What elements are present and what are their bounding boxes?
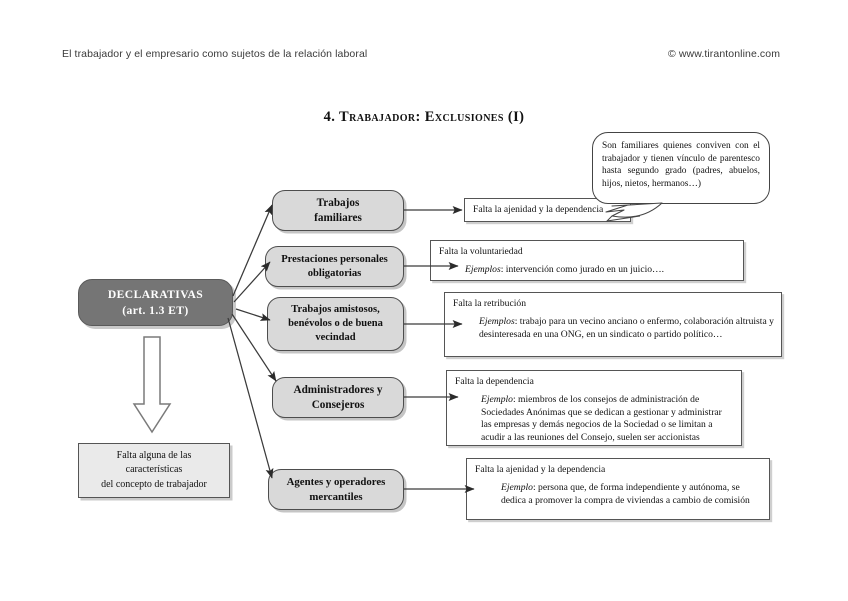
detail-1-heading: Falta la voluntariedad [439,246,523,257]
node-agentes-operadores-mercantiles[interactable]: Agentes y operadores mercantiles [268,469,404,510]
detail-2-example-label: Ejemplos [479,315,515,327]
node-4-line-2: mercantiles [309,490,363,503]
detail-4-example-label: Ejemplo [501,481,533,493]
root-line-2: (art. 1.3 ET) [122,303,189,317]
node-0-line-2: familiares [314,211,362,224]
node-2-line-1: Trabajos amistosos, [291,304,380,316]
detail-1-example-label: Ejemplos [465,263,501,275]
node-2-line-3: vecindad [315,331,356,343]
detail-1-example-text: : intervención como jurado en un juicio…… [500,263,665,275]
callout-bubble-familiares: Son familiares quienes conviven con el t… [592,132,770,204]
header-copyright: © www.tirantonline.com [668,48,781,60]
node-3-line-2: Consejeros [311,398,365,411]
detail-4-heading: Falta la ajenidad y la dependencia [475,464,606,475]
outcome-box: Falta alguna de las características del … [78,443,230,498]
detail-1-example: Ejemplos: intervención como jurado en un… [439,264,736,277]
detail-4-example: Ejemplo: persona que, de forma independi… [475,482,762,508]
detail-2-example-text: : trabajo para un vecino anciano o enfer… [479,315,774,340]
node-1-line-2: obligatorias [307,267,362,279]
detail-3-example-text: : miembros de los consejos de administra… [481,393,722,443]
outcome-line-3: del concepto de trabajador [101,478,207,490]
header-left-text: El trabajador y el empresario como sujet… [62,48,368,60]
node-2-line-2: benévolos o de buena [288,318,383,330]
detail-3-heading: Falta la dependencia [455,376,534,387]
node-declarativas[interactable]: DECLARATIVAS (art. 1.3 ET) [78,279,233,326]
detail-3-example: Ejemplo: miembros de los consejos de adm… [455,394,734,445]
outcome-line-2: características [125,464,183,476]
node-3-line-1: Administradores y [293,383,383,396]
node-0-line-1: Trabajos [316,196,360,209]
detail-3-example-label: Ejemplo [481,393,513,405]
node-administradores-consejeros[interactable]: Administradores y Consejeros [272,377,404,418]
outcome-line-1: Falta alguna de las [116,450,192,462]
node-1-line-1: Prestaciones personales [281,253,388,265]
detail-box-voluntariedad: Falta la voluntariedad Ejemplos: interve… [430,240,744,281]
detail-box-retribucion: Falta la retribución Ejemplos: trabajo p… [444,292,782,357]
node-trabajos-familiares[interactable]: Trabajos familiares [272,190,404,231]
page-title: 4. Trabajador: Exclusiones (I) [323,109,525,125]
detail-box-ajenidad-dependencia-2: Falta la ajenidad y la dependencia Ejemp… [466,458,770,520]
node-4-line-1: Agentes y operadores [286,476,386,489]
detail-box-ajenidad-dependencia-1: Falta la ajenidad y la dependencia [464,198,631,222]
detail-4-example-text: : persona que, de forma independiente y … [501,481,750,506]
detail-box-dependencia: Falta la dependencia Ejemplo: miembros d… [446,370,742,446]
detail-0-heading: Falta la ajenidad y la dependencia [473,203,604,215]
detail-2-example: Ejemplos: trabajo para un vecino anciano… [453,316,774,342]
node-prestaciones-personales-obligatorias[interactable]: Prestaciones personales obligatorias [265,246,404,287]
callout-text: Son familiares quienes conviven con el t… [602,141,760,190]
root-line-1: DECLARATIVAS [107,288,204,302]
node-trabajos-amistosos[interactable]: Trabajos amistosos, benévolos o de buena… [267,297,404,351]
detail-2-heading: Falta la retribución [453,298,526,309]
